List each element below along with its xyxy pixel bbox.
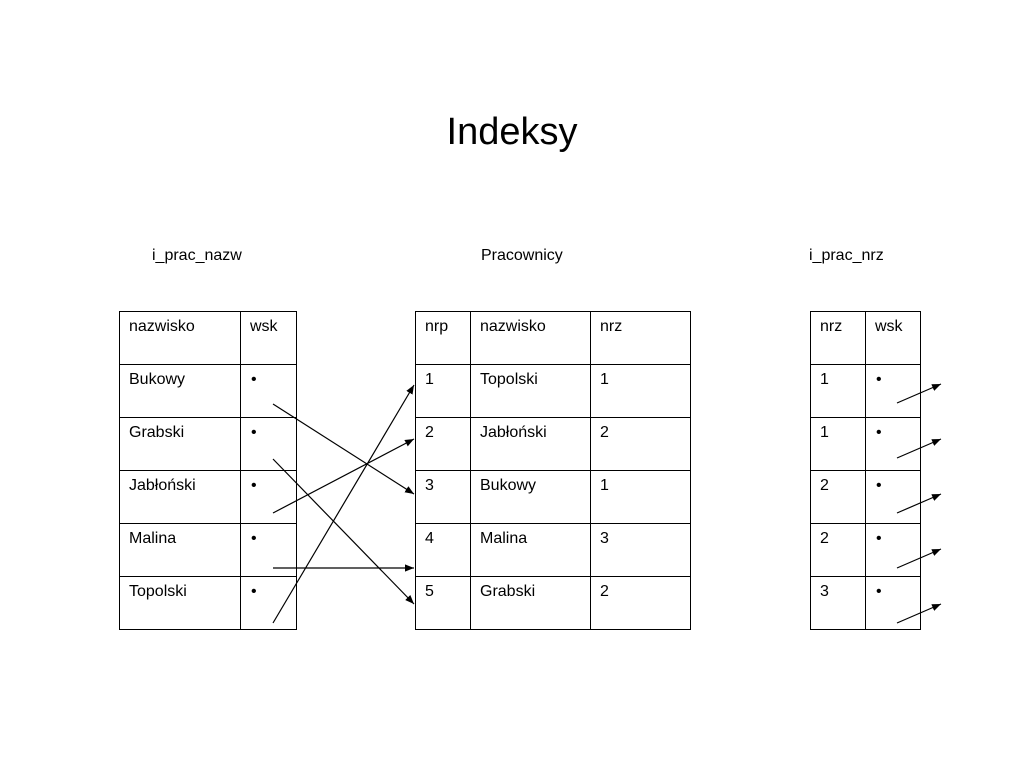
pointer-arrow-nrz-4 <box>896 548 942 569</box>
pointer-bullet: • <box>240 364 297 418</box>
table-cell: Grabski <box>470 576 591 630</box>
table-row: 4 Malina 3 <box>415 523 691 577</box>
table-cell: 1 <box>810 364 866 418</box>
pointer-bullet: • <box>240 417 297 471</box>
table-cell: 2 <box>590 417 691 471</box>
caption-i-prac-nazw: i_prac_nazw <box>152 247 242 264</box>
table-cell: 2 <box>590 576 691 630</box>
table-cell: 1 <box>590 470 691 524</box>
table-row: 3 Bukowy 1 <box>415 470 691 524</box>
table-row: Jabłoński • <box>119 470 297 524</box>
table-cell: 2 <box>415 417 471 471</box>
table-row: 5 Grabski 2 <box>415 576 691 630</box>
header-cell: wsk <box>865 311 921 365</box>
table-cell: Jabłoński <box>119 470 241 524</box>
table-cell: Topolski <box>119 576 241 630</box>
table-cell: 2 <box>810 523 866 577</box>
table-cell: 3 <box>810 576 866 630</box>
table-cell: Bukowy <box>470 470 591 524</box>
table-i-prac-nazw: nazwisko wsk Bukowy • Grabski • Jabłońsk… <box>119 311 297 630</box>
caption-i-prac-nrz: i_prac_nrz <box>809 247 884 264</box>
pointer-arrow-nrz-3 <box>896 493 942 514</box>
pointer-arrow-nrz-2 <box>896 438 942 459</box>
table-row: 2 • <box>810 470 921 524</box>
table-cell: Grabski <box>119 417 241 471</box>
pointer-arrow-grabski <box>272 458 415 605</box>
table-i-prac-nrz: nrz wsk 1 • 1 • 2 • 2 • 3 • <box>810 311 921 630</box>
table-row: 3 • <box>810 576 921 630</box>
pointer-arrow-nrz-1 <box>896 383 942 404</box>
header-cell: nazwisko <box>470 311 591 365</box>
table-row: 1 • <box>810 364 921 418</box>
table-header-row: nrp nazwisko nrz <box>415 311 691 365</box>
table-row: Grabski • <box>119 417 297 471</box>
caption-pracownicy: Pracownicy <box>481 247 563 264</box>
pointer-bullet: • <box>865 576 921 630</box>
table-row: Bukowy • <box>119 364 297 418</box>
pointer-bullet: • <box>240 470 297 524</box>
header-cell: nrz <box>590 311 691 365</box>
table-header-row: nazwisko wsk <box>119 311 297 365</box>
pointer-arrow-nrz-5 <box>896 603 942 624</box>
pointer-bullet: • <box>865 470 921 524</box>
table-cell: Malina <box>119 523 241 577</box>
table-row: 2 Jabłoński 2 <box>415 417 691 471</box>
header-cell: nazwisko <box>119 311 241 365</box>
pointer-bullet: • <box>240 576 297 630</box>
pointer-bullet: • <box>240 523 297 577</box>
pointer-bullet: • <box>865 417 921 471</box>
pointer-arrow-jablonski <box>272 438 415 514</box>
table-cell: Jabłoński <box>470 417 591 471</box>
table-row: Topolski • <box>119 576 297 630</box>
table-cell: Topolski <box>470 364 591 418</box>
pointer-arrow-topolski <box>272 384 415 624</box>
table-row: 1 Topolski 1 <box>415 364 691 418</box>
table-cell: Bukowy <box>119 364 241 418</box>
pointer-arrow-bukowy <box>272 403 415 495</box>
table-cell: Malina <box>470 523 591 577</box>
table-row: 1 • <box>810 417 921 471</box>
header-cell: nrp <box>415 311 471 365</box>
page-title: Indeksy <box>446 111 578 153</box>
table-row: Malina • <box>119 523 297 577</box>
table-pracownicy: nrp nazwisko nrz 1 Topolski 1 2 Jabłońsk… <box>415 311 691 630</box>
table-header-row: nrz wsk <box>810 311 921 365</box>
table-cell: 3 <box>590 523 691 577</box>
